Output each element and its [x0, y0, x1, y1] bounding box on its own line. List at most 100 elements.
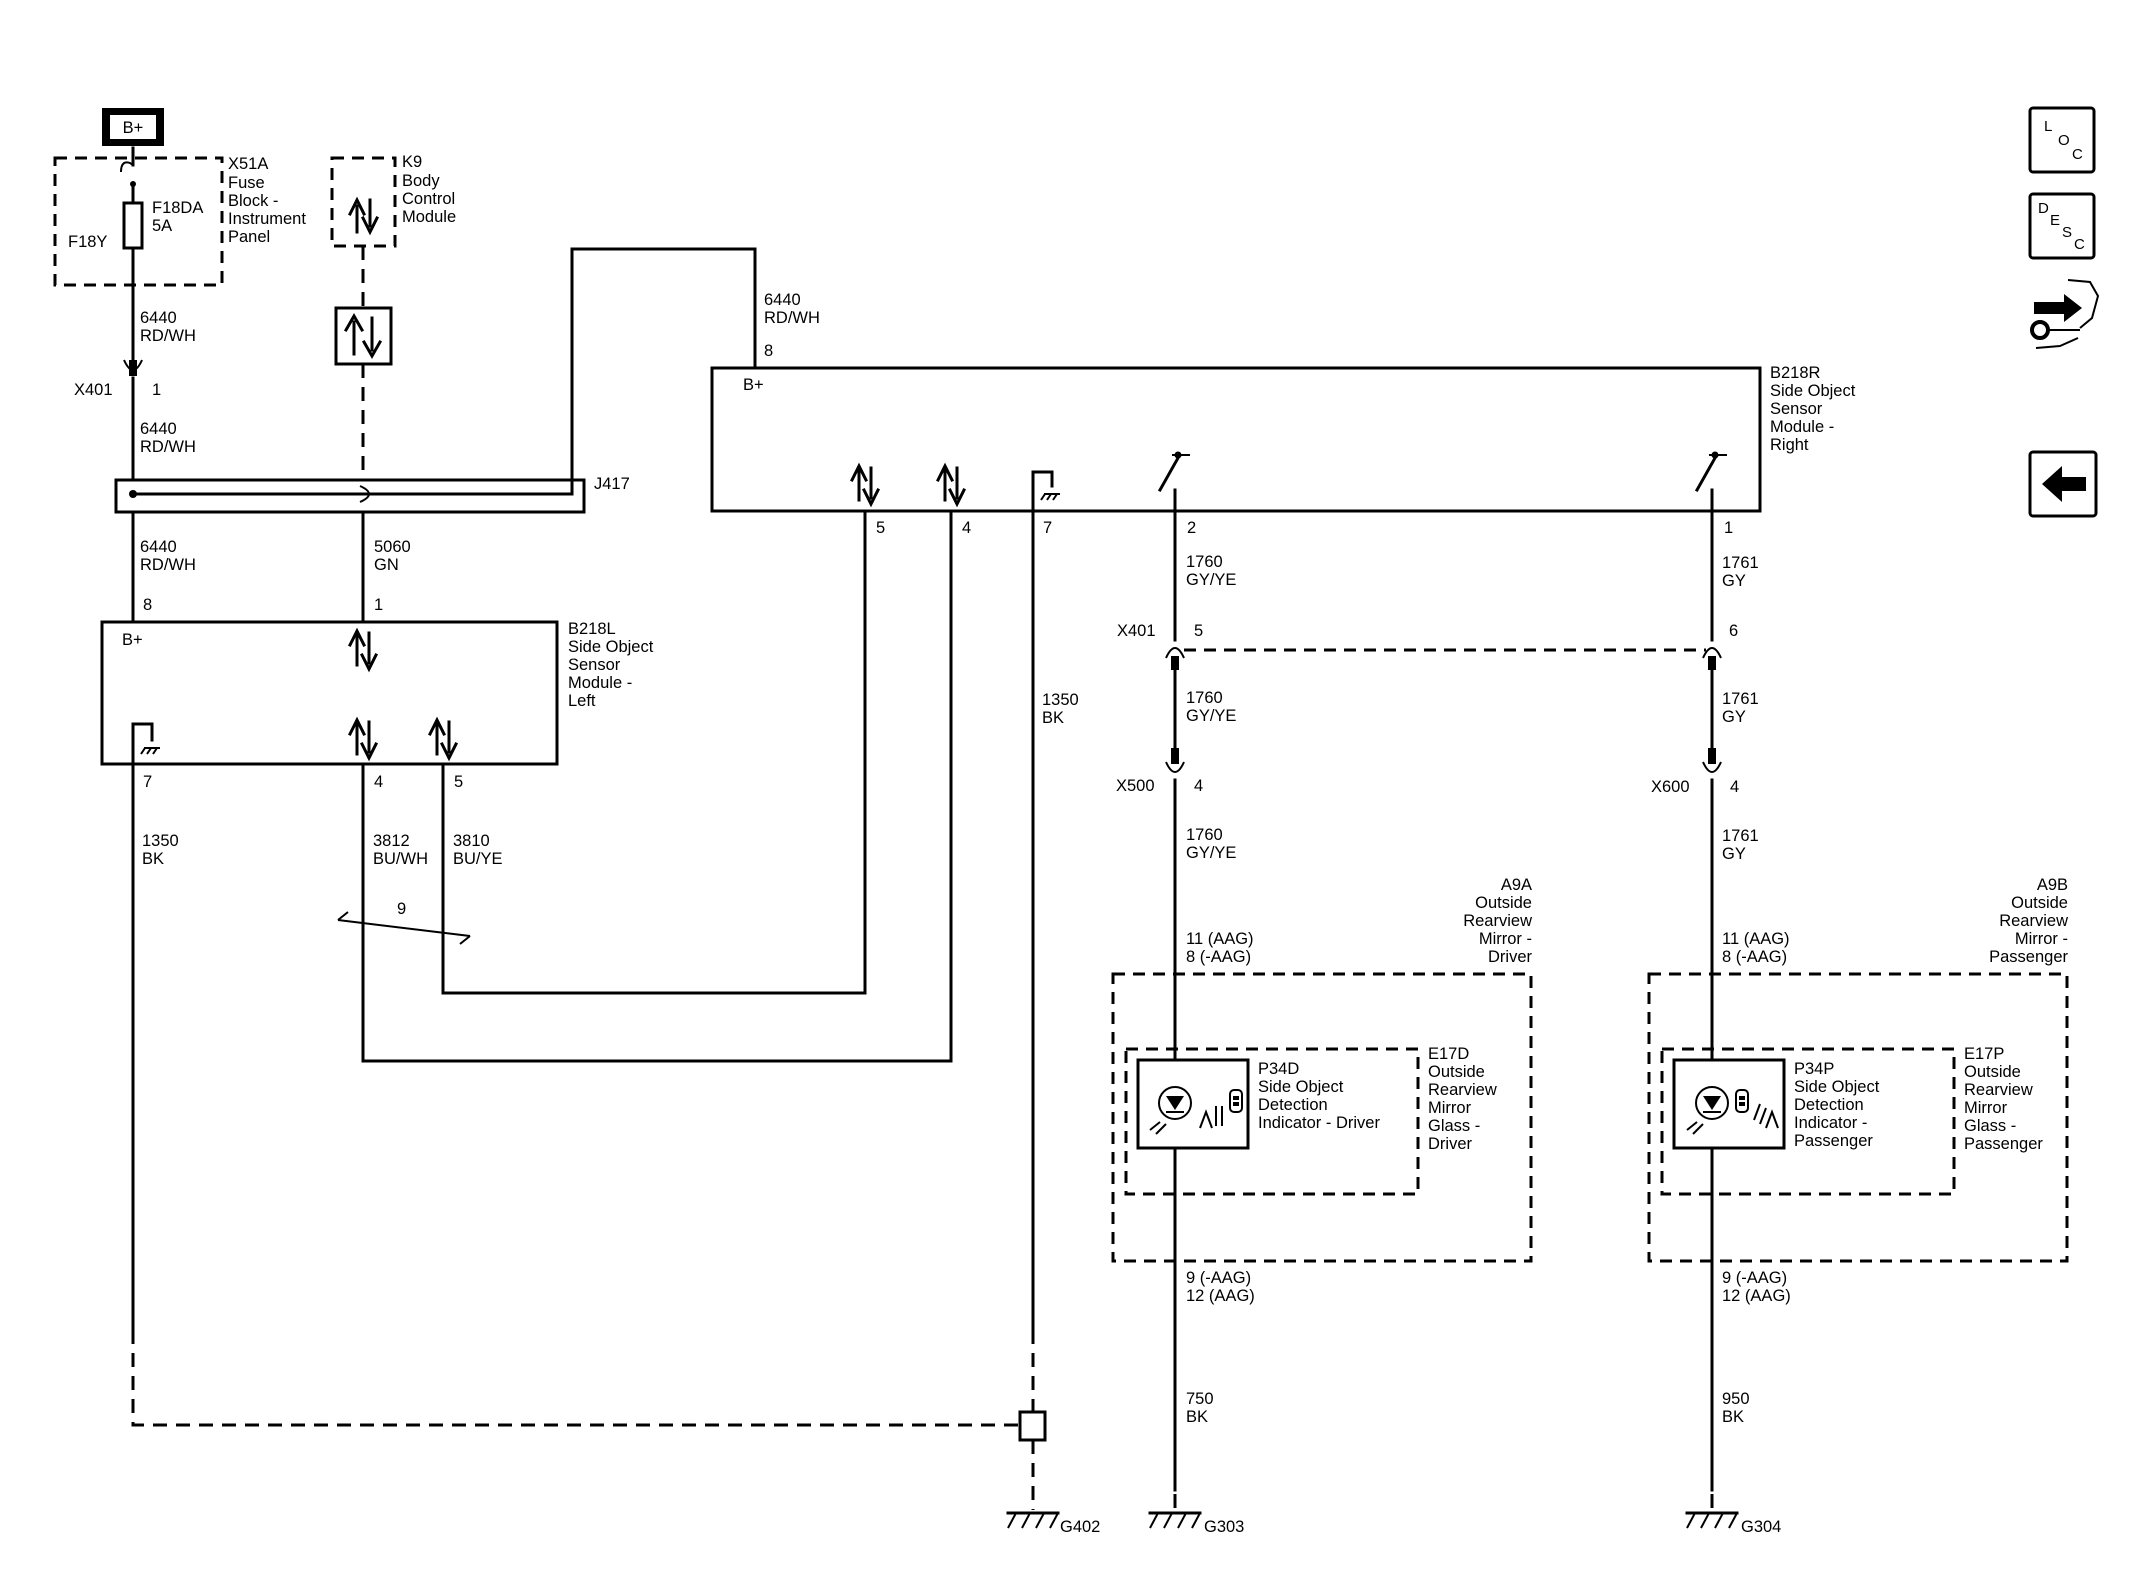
svg-text:GY/YE: GY/YE — [1186, 844, 1236, 862]
svg-text:E17P: E17P — [1964, 1045, 2004, 1063]
right-module-data-icon-4 — [935, 462, 967, 508]
svg-text:6: 6 — [1729, 622, 1738, 640]
svg-text:BU/YE: BU/YE — [453, 850, 503, 868]
svg-text:Outside: Outside — [2011, 894, 2068, 912]
connector-x500-pin4: X500 4 — [1116, 748, 1203, 795]
svg-text:Instrument: Instrument — [228, 210, 306, 228]
svg-text:RD/WH: RD/WH — [764, 309, 820, 327]
svg-text:Right: Right — [1770, 436, 1809, 454]
svg-text:1761: 1761 — [1722, 827, 1759, 845]
splice-pack-j417 — [114, 478, 586, 514]
connector-x401-pin6: 6 — [1702, 622, 1738, 670]
connector-x401-pin5: X401 5 — [1117, 622, 1203, 670]
svg-text:12 (AAG): 12 (AAG) — [1186, 1287, 1255, 1305]
svg-text:G402: G402 — [1060, 1518, 1100, 1536]
svg-text:1761: 1761 — [1722, 690, 1759, 708]
svg-text:8 (-AAG): 8 (-AAG) — [1722, 948, 1787, 966]
svg-text:GY/YE: GY/YE — [1186, 707, 1236, 725]
svg-text:6440: 6440 — [140, 420, 177, 438]
svg-text:Passenger: Passenger — [1989, 948, 2068, 966]
svg-text:BK: BK — [142, 850, 164, 868]
ground-g304-icon: G304 — [1685, 1511, 1781, 1536]
svg-text:X401: X401 — [1117, 622, 1156, 640]
svg-text:X51A: X51A — [228, 155, 268, 173]
svg-text:Outside: Outside — [1475, 894, 1532, 912]
svg-text:BK: BK — [1722, 1408, 1744, 1426]
svg-text:Module -: Module - — [1770, 418, 1834, 436]
wire-label-6440-c: 6440 RD/WH — [140, 538, 196, 574]
ground-g402-icon: G402 — [1006, 1511, 1100, 1536]
svg-text:Driver: Driver — [1428, 1135, 1473, 1153]
svg-text:1350: 1350 — [142, 832, 179, 850]
svg-text:Control: Control — [402, 190, 455, 208]
svg-text:Module -: Module - — [568, 674, 632, 692]
svg-text:GY: GY — [1722, 572, 1746, 590]
fuse-label: F18Y — [68, 233, 107, 251]
side-object-indicator-driver-icon — [1149, 1086, 1243, 1135]
svg-text:6440: 6440 — [764, 291, 801, 309]
fuse-block-label: X51A Fuse Block - Instrument Panel — [228, 155, 306, 246]
ground-g303-icon: G303 — [1148, 1511, 1244, 1536]
svg-text:Rearview: Rearview — [1964, 1081, 2033, 1099]
svg-text:Module: Module — [402, 208, 456, 226]
fuse-rating: 5A — [152, 217, 172, 235]
svg-text:Sensor: Sensor — [568, 656, 621, 674]
svg-text:Mirror: Mirror — [1428, 1099, 1472, 1117]
svg-text:11 (AAG): 11 (AAG) — [1722, 930, 1790, 948]
svg-text:Passenger: Passenger — [1964, 1135, 2043, 1153]
connector-wrench-icon[interactable] — [2030, 279, 2100, 349]
left-module-label: B218L Side Object Sensor Module - Left — [568, 620, 654, 710]
svg-text:A9A: A9A — [1501, 876, 1532, 894]
right-module-ground-icon — [1031, 470, 1060, 513]
wire-label-1760-b: 1760 GY/YE — [1186, 689, 1236, 725]
connector-x401-pin1: X401 1 — [74, 359, 161, 399]
left-module-data-icon-5 — [427, 716, 459, 762]
desc-icon[interactable]: D E S C — [2028, 192, 2096, 260]
svg-text:Mirror -: Mirror - — [2015, 930, 2068, 948]
pin-right-1: 1 — [1724, 519, 1733, 537]
svg-text:Body: Body — [402, 172, 440, 190]
svg-text:B218R: B218R — [1770, 364, 1821, 382]
svg-text:Rearview: Rearview — [1999, 912, 2068, 930]
twisted-pair-marker: 9 — [337, 900, 471, 945]
indicator-driver-label: P34D Side Object Detection Indicator - D… — [1258, 1060, 1380, 1132]
fuse-symbol — [120, 146, 144, 287]
wire-label-1350-left: 1350 BK — [142, 832, 179, 868]
mirror-passenger-label: A9B Outside Rearview Mirror - Passenger — [1989, 876, 2068, 966]
svg-text:B218L: B218L — [568, 620, 616, 638]
svg-text:E: E — [2050, 212, 2060, 229]
svg-text:Left: Left — [568, 692, 596, 710]
wire-label-6440-b: 6440 RD/WH — [140, 420, 196, 456]
svg-text:9: 9 — [397, 900, 406, 918]
svg-text:G303: G303 — [1204, 1518, 1244, 1536]
svg-text:RD/WH: RD/WH — [140, 438, 196, 456]
svg-text:Block -: Block - — [228, 192, 278, 210]
loc-icon[interactable]: L O C — [2028, 106, 2096, 174]
svg-text:Indicator -: Indicator - — [1794, 1114, 1867, 1132]
svg-text:Glass -: Glass - — [1964, 1117, 2016, 1135]
left-module-data-icon-top — [347, 627, 379, 673]
svg-text:9 (-AAG): 9 (-AAG) — [1186, 1269, 1251, 1287]
svg-text:C: C — [2072, 146, 2083, 163]
connector-x600-pin4: X600 4 — [1651, 748, 1739, 796]
splice-label: J417 — [594, 475, 630, 493]
svg-text:GY: GY — [1722, 845, 1746, 863]
bcm-data-icon — [347, 196, 380, 236]
indicator-passenger-box — [1672, 1058, 1786, 1150]
svg-text:8 (-AAG): 8 (-AAG) — [1186, 948, 1251, 966]
svg-text:6440: 6440 — [140, 309, 177, 327]
wire-label-1760-a: 1760 GY/YE — [1186, 553, 1236, 589]
svg-text:O: O — [2058, 132, 2070, 149]
svg-text:Indicator - Driver: Indicator - Driver — [1258, 1114, 1380, 1132]
pin-right-4: 4 — [962, 519, 971, 537]
svg-text:Side Object: Side Object — [568, 638, 654, 656]
wire-label-3810: 3810 BU/YE — [453, 832, 503, 868]
mirror-glass-driver-outline — [1124, 1047, 1420, 1196]
svg-text:X401: X401 — [74, 381, 113, 399]
svg-text:Panel: Panel — [228, 228, 270, 246]
svg-text:4: 4 — [1194, 777, 1203, 795]
bcm-label: K9 Body Control Module — [402, 153, 456, 226]
back-arrow-icon[interactable] — [2028, 450, 2098, 518]
wire-label-1350-right: 1350 BK — [1042, 691, 1079, 727]
pin-left-bplus: 8 — [143, 596, 152, 614]
